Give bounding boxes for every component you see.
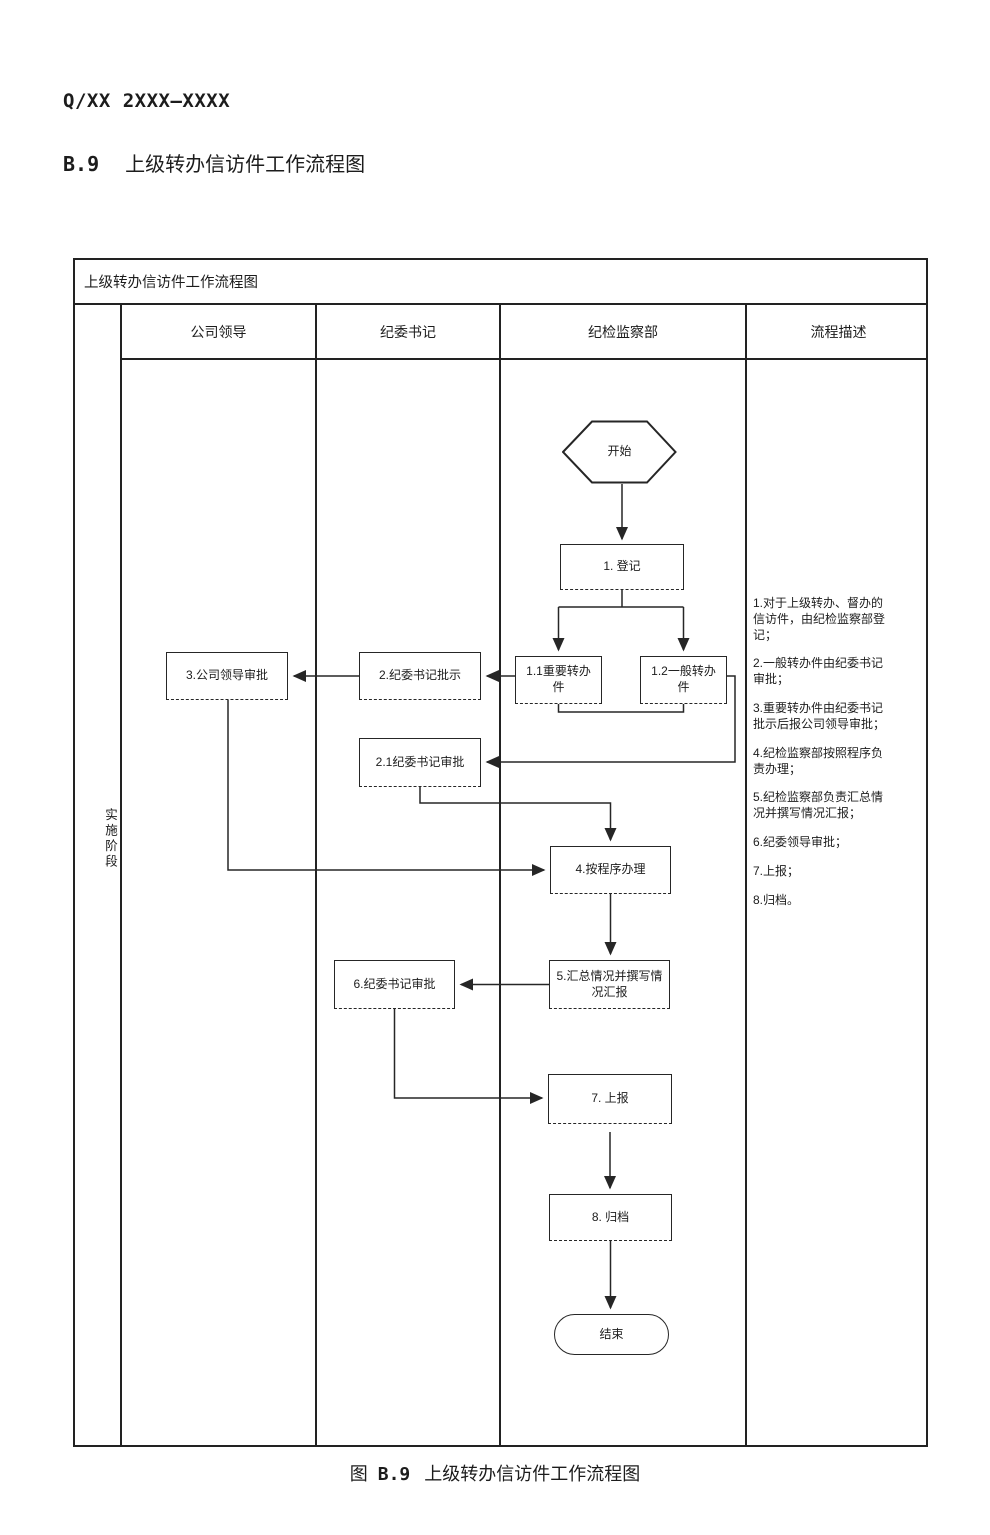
node-archive: 8. 归档 xyxy=(549,1194,672,1241)
node-general-transfer: 1.2一般转办件 xyxy=(640,656,727,704)
flowchart-table: 上级转办信访件工作流程图 公司领导 纪委书记 纪检监察部 流程描述 实施阶段 xyxy=(73,258,928,1447)
section-heading: B.9 上级转办信访件工作流程图 xyxy=(63,148,365,177)
figure-caption: 图 B.9 上级转办信访件工作流程图 xyxy=(0,1460,990,1486)
lane-header-discipline-inspection-dept: 纪检监察部 xyxy=(588,323,658,340)
figure-caption-title: 上级转办信访件工作流程图 xyxy=(424,1464,641,1484)
flow-description-item: 8.归档。 xyxy=(753,892,800,907)
column-divider xyxy=(745,305,747,1445)
node-report-up: 7. 上报 xyxy=(548,1074,672,1124)
node-important-transfer: 1.1重要转办件 xyxy=(515,656,602,704)
node-summarize-report: 5.汇总情况并撰写情况汇报 xyxy=(549,960,670,1009)
hexagon-shape xyxy=(562,420,677,484)
node-end: 结束 xyxy=(554,1314,669,1355)
figure-caption-number: B.9 xyxy=(377,1464,411,1485)
lane-header-process-description: 流程描述 xyxy=(810,323,867,340)
edge-n21-n4 xyxy=(419,787,617,842)
node-register: 1. 登记 xyxy=(560,544,684,590)
lane-header-company-leadership: 公司领导 xyxy=(190,323,247,340)
edge-n3-n4 xyxy=(227,700,546,876)
edge-n11-n12-join xyxy=(557,704,685,713)
flow-description-item: 7.上报； xyxy=(753,863,800,878)
node-secretary-approval-21: 2.1纪委书记审批 xyxy=(359,738,481,787)
lane-header-discipline-secretary: 纪委书记 xyxy=(380,323,436,340)
edge-n1-split xyxy=(558,589,684,608)
column-divider xyxy=(499,305,501,1445)
flow-description-item: 5.纪检监察部负责汇总情况并撰写情况汇报； xyxy=(753,790,884,821)
node-company-leader-approval: 3.公司领导审批 xyxy=(166,652,288,700)
flow-description-item: 6.纪委领导审批； xyxy=(753,835,848,850)
header-divider xyxy=(120,358,926,360)
node-secretary-instruction: 2.纪委书记批示 xyxy=(359,652,481,700)
flow-description-list: 1.对于上级转办、督办的信访件，由纪检监察部登记； 2.一般转办件由纪委书记审批… xyxy=(753,596,887,922)
flow-connectors xyxy=(227,484,736,1310)
node-start: 开始 xyxy=(562,420,677,484)
flowchart-title: 上级转办信访件工作流程图 xyxy=(75,260,926,305)
node-secretary-approval-6: 6.纪委书记审批 xyxy=(334,960,455,1009)
column-divider xyxy=(120,305,122,1445)
flow-description-item: 2.一般转办件由纪委书记审批； xyxy=(753,656,884,687)
edge-n6-n7 xyxy=(393,1009,544,1104)
edge-n12-n21 xyxy=(485,675,736,768)
section-heading-title: 上级转办信访件工作流程图 xyxy=(125,154,366,176)
section-heading-number: B.9 xyxy=(63,152,100,176)
stage-label: 实施阶段 xyxy=(103,808,117,870)
column-divider xyxy=(315,305,317,1445)
flow-description-item: 1.对于上级转办、督办的信访件，由纪检监察部登记； xyxy=(753,596,886,642)
document-code: Q/XX 2XXX—XXXX xyxy=(63,90,231,112)
node-start-label: 开始 xyxy=(607,444,632,459)
flow-description-item: 4.纪检监察部按照程序负责办理； xyxy=(753,745,884,776)
flow-description-item: 3.重要转办件由纪委书记批示后报公司领导审批； xyxy=(753,701,886,731)
node-handle-per-procedure: 4.按程序办理 xyxy=(550,846,671,894)
figure-caption-prefix: 图 xyxy=(349,1464,368,1484)
